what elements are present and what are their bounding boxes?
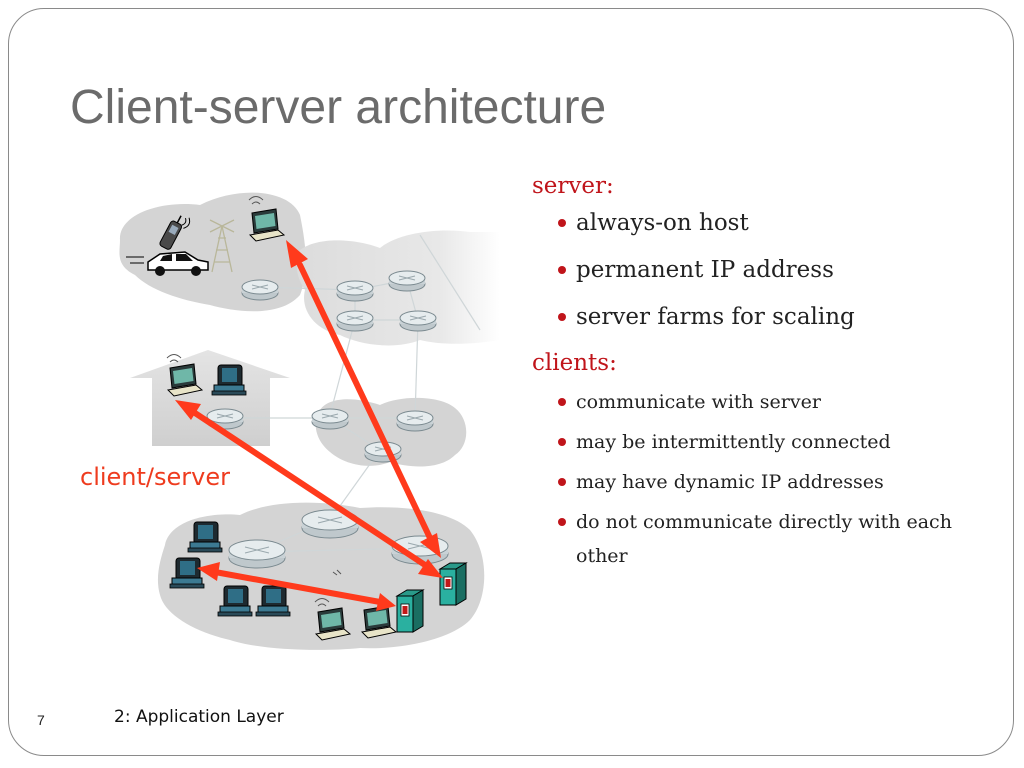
bullet-icon: [558, 398, 566, 406]
clients-heading: clients:: [532, 350, 617, 376]
list-item: permanent IP address: [558, 255, 972, 285]
server-heading: server:: [532, 173, 614, 199]
router-icon: [228, 539, 286, 569]
cell-tower-icon: [209, 219, 235, 273]
page-number: 7: [37, 712, 45, 728]
router-icon: [241, 279, 279, 301]
car-icon: [126, 251, 209, 276]
bullet-icon: [558, 518, 566, 526]
house-icon: [130, 350, 290, 446]
router-icon: [336, 280, 374, 302]
router-icon: [336, 310, 374, 332]
list-item: may be intermittently connected: [558, 425, 972, 459]
list-item: may have dynamic IP addresses: [558, 465, 972, 499]
router-icon: [399, 310, 437, 332]
bullet-icon: [558, 478, 566, 486]
communication-arrows: [192, 262, 433, 605]
router-icon: [396, 410, 434, 432]
list-item: do not communicate directly with each ot…: [558, 505, 972, 573]
cellphone-icon: [159, 215, 191, 250]
bullet-icon: [558, 313, 566, 321]
bullet-content: server: always-on host permanent IP addr…: [532, 172, 972, 579]
diagram-label: client/server: [80, 463, 230, 491]
router-icon: [388, 270, 426, 292]
arrowheads: [175, 240, 443, 611]
server-list: always-on host permanent IP address serv…: [532, 208, 972, 332]
router-icon: [311, 408, 349, 430]
footer-chapter: 2: Application Layer: [114, 707, 284, 727]
server-tower-icon: [396, 589, 424, 633]
bullet-icon: [558, 219, 566, 227]
list-item: server farms for scaling: [558, 302, 972, 332]
bullet-icon: [558, 438, 566, 446]
clients-list: communicate with server may be intermitt…: [532, 385, 972, 573]
wireless-icon: [166, 196, 330, 607]
server-tower-icon: [439, 562, 467, 606]
list-item: communicate with server: [558, 385, 972, 419]
list-item: always-on host: [558, 208, 972, 238]
slide-title: Client-server architecture: [70, 81, 607, 134]
cable-mark: [332, 569, 342, 576]
bullet-icon: [558, 266, 566, 274]
